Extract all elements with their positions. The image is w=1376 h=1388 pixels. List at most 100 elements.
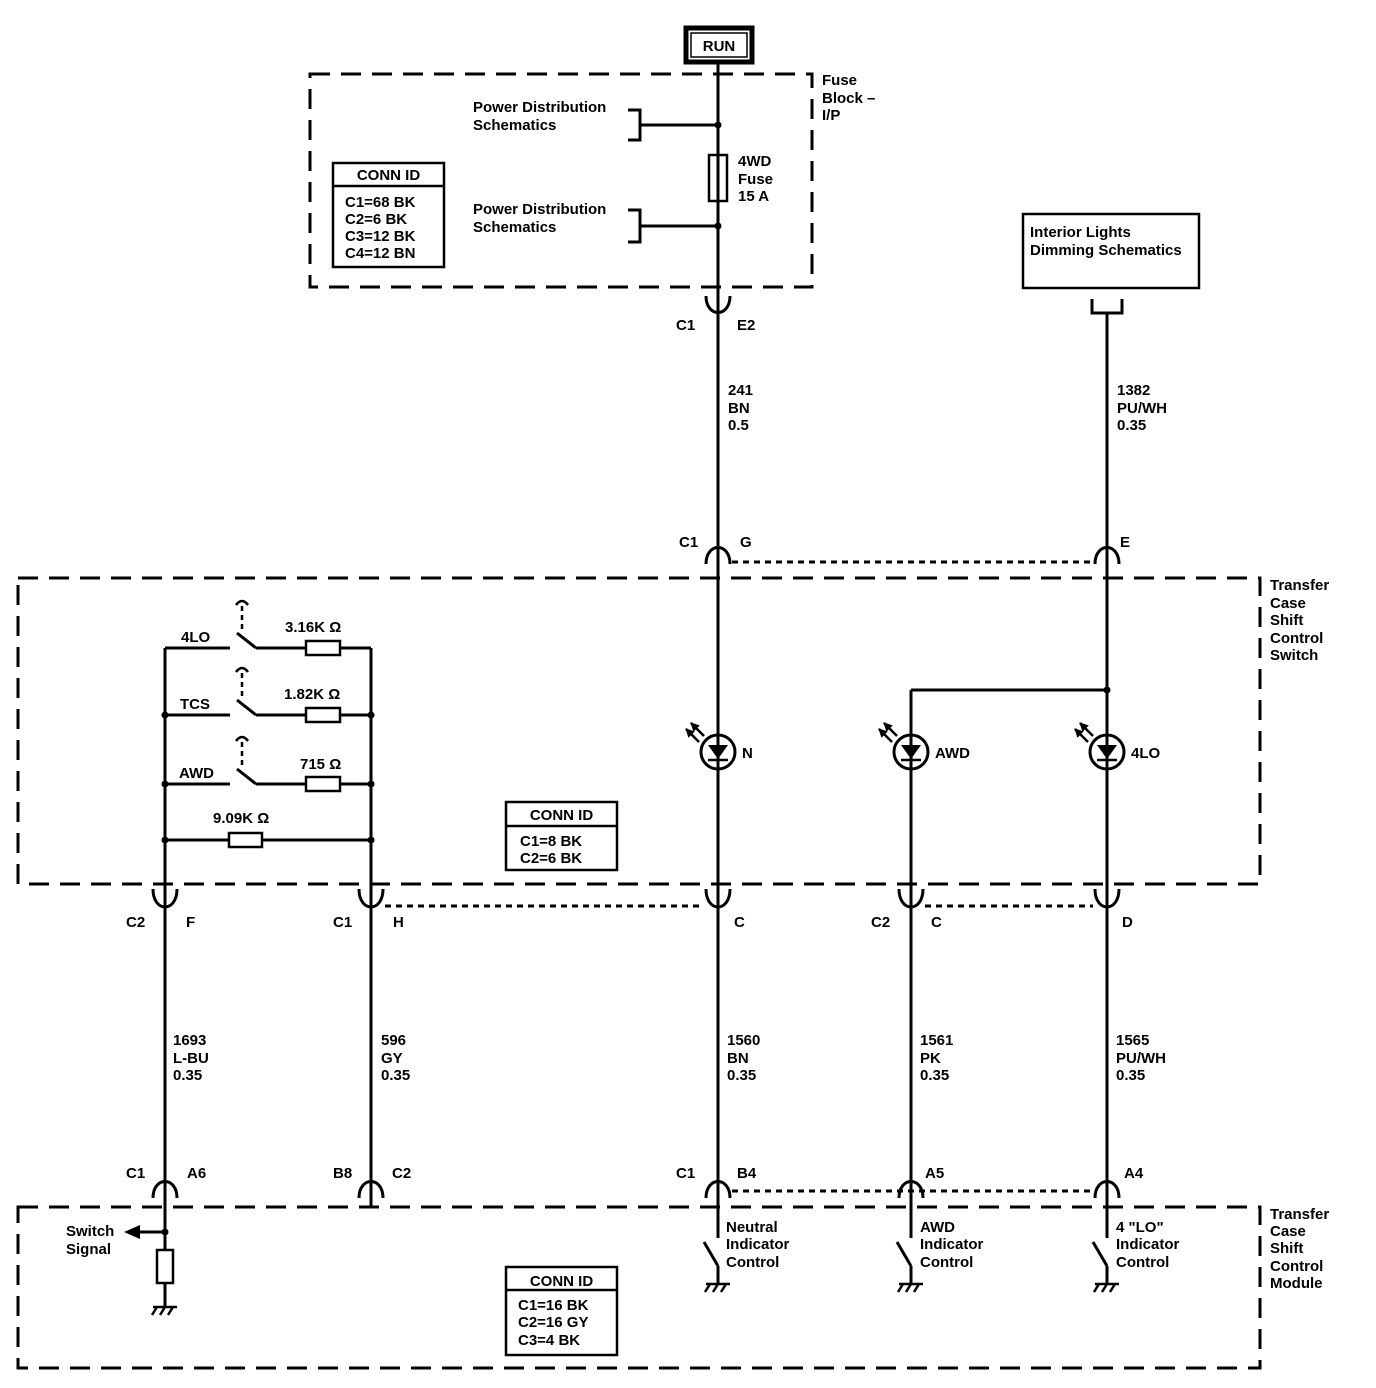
output-label: Indicator [726,1236,790,1253]
junction-dot [367,711,375,719]
wire-label-596: 596 GY 0.35 [381,1032,410,1084]
wire-circuit: 1565 [1116,1032,1149,1049]
connector-pin: A6 [187,1165,206,1182]
conn-id-row: C2=16 GY [518,1314,588,1331]
awd-indicator-control: AWD Indicator Control [895,1219,984,1293]
module-label-line: Control [1270,1258,1323,1275]
wire-label-1693: 1693 L-BU 0.35 [173,1032,209,1084]
switch-signal-label: Switch [66,1223,114,1240]
power-ref-label: Power Distribution [473,201,606,218]
ground-icon [1092,1282,1119,1293]
junction-dot [161,780,169,788]
connector-c1-a6: C1 A6 [126,1165,206,1199]
connector-pin: G [740,534,752,551]
connector-pin: A4 [1124,1165,1144,1182]
resistor-value: 715 Ω [300,756,341,773]
output-label: AWD [920,1219,955,1236]
led-n: N [685,722,753,771]
connector-id: C1 [676,1165,695,1182]
connector-d: D [1093,888,1133,931]
wire-gauge: 0.35 [173,1067,202,1084]
connector-id: C1 [679,534,698,551]
connector-e: E [1093,534,1130,565]
output-label: 4 "LO" [1116,1219,1164,1236]
wire-circuit: 241 [728,382,753,399]
led-label: AWD [935,745,970,762]
fuse-label: 4WD [738,153,772,170]
output-label: Indicator [920,1236,984,1253]
connector-pin: D [1122,914,1133,931]
junction-dot [1103,686,1111,694]
conn-id-title: CONN ID [357,167,421,184]
signal-arrow-icon [124,1225,140,1239]
conn-id-row: C2=6 BK [520,850,582,867]
connector-id: C1 [333,914,352,931]
switch-signal-label: Signal [66,1241,111,1258]
neutral-indicator-control: Neutral Indicator Control [702,1219,790,1293]
resistor-value: 3.16K Ω [285,619,341,636]
conn-id-row: C1=8 BK [520,833,582,850]
switch-position-4lo: 4LO 3.16K Ω [165,599,371,657]
conn-id-table-switch: CONN ID C1=8 BK C2=6 BK [504,800,619,872]
switch-label-line: Switch [1270,647,1318,664]
wire-circuit: 1382 [1117,382,1150,399]
connector-c2-b8: B8 C2 [333,1165,411,1199]
wire-color: GY [381,1050,403,1067]
connector-id: C1 [676,317,695,334]
position-label: TCS [180,696,210,713]
resistor-value: 9.09K Ω [213,810,269,827]
wire-color: PU/WH [1116,1050,1166,1067]
connector-id: C2 [126,914,145,931]
output-label: Indicator [1116,1236,1180,1253]
position-label: 4LO [181,629,211,646]
connector-pin: C [931,914,942,931]
interior-lights-label: Dimming Schematics [1030,242,1182,259]
conn-id-table-module: CONN ID C1=16 BK C2=16 GY C3=4 BK [504,1265,619,1357]
fuse-label: Fuse [738,171,773,188]
junction-dot [367,780,375,788]
connector-pin: A5 [925,1165,944,1182]
junction-dot [161,836,169,844]
control-module-outline [16,1205,1262,1370]
connector-pin: F [186,914,195,931]
wire-label-1565: 1565 PU/WH 0.35 [1116,1032,1166,1084]
4lo-indicator-control: 4 "LO" Indicator Control [1091,1219,1180,1293]
connector-pin: C [734,914,745,931]
fuse-block-outline [308,72,814,289]
output-label: Control [726,1254,779,1271]
connector-c: C [704,888,745,931]
connector-c1-b4: C1 B4 [676,1165,757,1199]
connector-c1-h: C1 H [333,888,404,931]
ground-icon [896,1282,923,1293]
module-label-line: Module [1270,1275,1323,1292]
conn-id-row: C3=12 BK [345,228,416,245]
connector-id: C2 [392,1165,411,1182]
wire-gauge: 0.35 [1116,1067,1145,1084]
connector-c1-e2: C1 E2 [676,295,755,334]
power-distribution-ref-1: Power Distribution Schematics [473,99,722,142]
connector-pin: B4 [737,1165,757,1182]
led-label: N [742,745,753,762]
conn-id-table-fuse-block: CONN ID C1=68 BK C2=6 BK C3=12 BK C4=12 … [331,161,446,269]
fuse-block-label-line: Fuse [822,72,857,89]
connector-id: C1 [126,1165,145,1182]
connector-pin: B8 [333,1165,352,1182]
led-awd: AWD [878,722,970,771]
power-ref-label: Schematics [473,219,556,236]
wire-gauge: 0.5 [728,417,749,434]
connector-pin: E2 [737,317,755,334]
ref-bracket [1090,299,1124,315]
switch-position-awd: AWD 715 Ω [161,735,375,793]
connector-c2-f: C2 F [126,888,195,931]
base-resistor: 9.09K Ω [161,810,375,849]
shift-switch-outline [16,576,1262,886]
conn-id-title: CONN ID [530,1273,594,1290]
wire-circuit: 1560 [727,1032,760,1049]
wire-label-1382: 1382 PU/WH 0.35 [1117,382,1167,434]
connector-id: C2 [871,914,890,931]
junction-dot [714,121,722,129]
wire-circuit: 1561 [920,1032,953,1049]
switch-signal-input: Switch Signal [66,1223,177,1316]
power-distribution-ref-2: Power Distribution Schematics [473,201,722,244]
